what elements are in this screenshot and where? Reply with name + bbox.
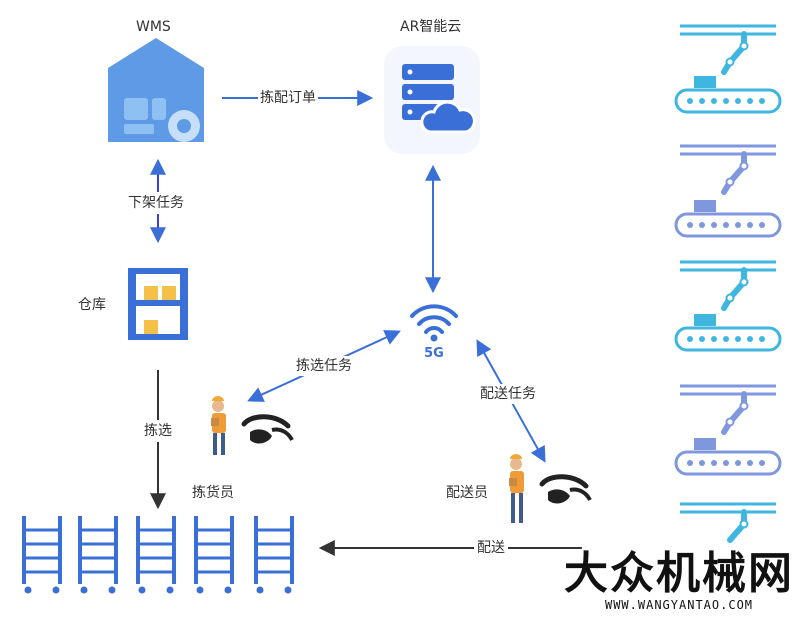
robot-line-icon-2	[674, 144, 782, 238]
shelf-task-edge-label: 下架任务	[126, 192, 186, 214]
cart-icon-2	[78, 516, 118, 594]
robot-line-icon-1	[674, 24, 782, 114]
courier-worker-icon	[509, 454, 524, 523]
courier-label: 配送员	[446, 485, 488, 501]
delivery-edge-label: 配送	[474, 539, 508, 557]
cart-icon-3	[136, 516, 176, 594]
watermark: 大众机械网 WWW.WANGYANTAO.COM	[564, 548, 794, 613]
cart-icon-5	[254, 516, 294, 594]
shelf-icon	[128, 268, 188, 340]
cart-icon-4	[194, 516, 234, 594]
wifi-5g-icon	[410, 304, 458, 342]
robot-line-icon-4	[674, 384, 782, 476]
watermark-url: WWW.WANGYANTAO.COM	[604, 598, 754, 612]
delivery-task-edge-label: 配送任务	[478, 384, 538, 404]
pick-task-edge-label: 拣选任务	[294, 356, 354, 376]
courier-ar-glasses-icon	[539, 474, 592, 504]
picker-worker-icon	[211, 396, 226, 455]
wms-icon	[108, 38, 204, 142]
picker-label: 拣货员	[192, 485, 234, 501]
robot-line-icon-5	[680, 502, 776, 543]
server-cloud-icon	[384, 46, 480, 154]
wms-title: WMS	[136, 19, 171, 35]
5g-label: 5G	[424, 346, 444, 361]
order-edge-label: 拣配订单	[258, 89, 318, 107]
warehouse-label: 仓库	[78, 297, 106, 313]
watermark-brand: 大众机械网	[564, 548, 794, 599]
picker-ar-glasses-icon	[241, 414, 294, 444]
ar-cloud-title: AR智能云	[400, 19, 462, 35]
cart-icon-1	[22, 516, 62, 594]
robot-line-icon-3	[674, 260, 782, 352]
picking-edge-label: 拣选	[142, 420, 174, 442]
